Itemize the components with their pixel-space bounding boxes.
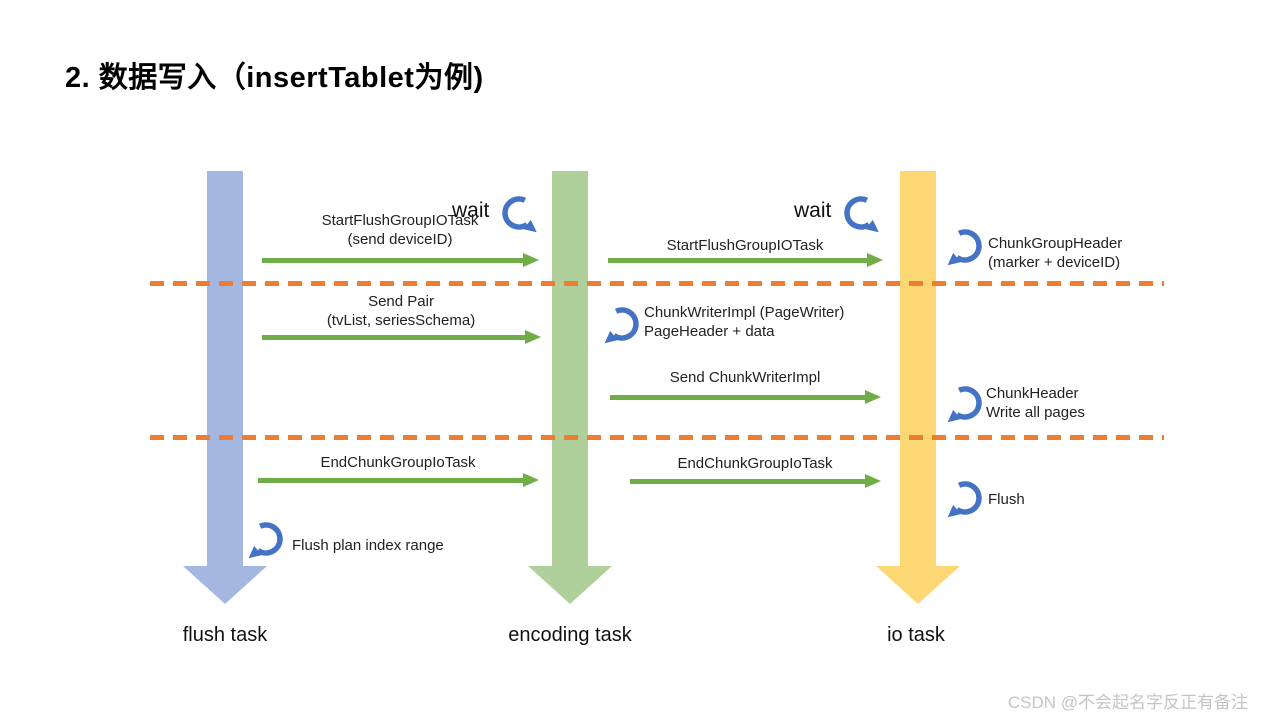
message-label-end-chunk-group-io-task-2: EndChunkGroupIoTask (630, 454, 880, 473)
annotation-chunk-header: ChunkHeader Write all pages (986, 384, 1085, 422)
io-task-lane-arrow (900, 171, 936, 566)
wait-label-right: wait (794, 199, 832, 222)
annotation-line: Flush plan index range (292, 537, 444, 554)
annotation-line: Flush (988, 491, 1025, 508)
message-label-end-chunk-group-io-task-1: EndChunkGroupIoTask (258, 453, 538, 472)
page-title: 2. 数据写入（insertTablet为例) (65, 62, 484, 94)
message-label-send-pair: Send Pair (tvList, seriesSchema) (262, 292, 540, 330)
arrow-end-chunk-group-io-task-1 (258, 473, 539, 487)
lane-label-encoding-task: encoding task (508, 624, 632, 646)
message-line: (tvList, seriesSchema) (326, 312, 476, 329)
csdn-watermark: CSDN @不会起名字反正有备注 (1007, 693, 1248, 712)
self-loop-arrow-icon (947, 229, 982, 266)
message-label-start-flush-group-io-task-1: StartFlushGroupIOTask (send deviceID) (262, 211, 538, 249)
annotation-line: Write all pages (986, 404, 1085, 421)
message-line: EndChunkGroupIoTask (677, 455, 833, 472)
annotation-chunk-writer-impl: ChunkWriterImpl (PageWriter) PageHeader … (644, 303, 844, 341)
message-label-send-chunk-writer-impl: Send ChunkWriterImpl (610, 368, 880, 387)
flush-task-lane-arrowhead-icon (183, 566, 267, 604)
arrow-end-chunk-group-io-task-2 (630, 474, 881, 488)
wait-loop-arrow-icon (844, 196, 879, 233)
annotation-line: PageHeader + data (644, 323, 775, 340)
annotation-flush-plan-index-range: Flush plan index range (292, 536, 444, 555)
phase-divider-2 (150, 435, 1164, 440)
lane-label-io-task: io task (887, 624, 945, 646)
self-loop-arrow-icon (947, 386, 982, 423)
phase-divider-1 (150, 281, 1164, 286)
message-line: (send deviceID) (347, 231, 453, 248)
wait-label-left: wait (452, 199, 490, 222)
message-line: Send ChunkWriterImpl (669, 369, 821, 386)
arrow-send-pair (262, 330, 541, 344)
io-task-lane-arrowhead-icon (876, 566, 960, 604)
annotation-chunk-group-header: ChunkGroupHeader (marker + deviceID) (988, 234, 1122, 272)
flush-task-lane-arrow (207, 171, 243, 566)
wait-loop-arrow-icon (502, 196, 537, 233)
message-line: EndChunkGroupIoTask (320, 454, 476, 471)
lane-label-flush-task: flush task (182, 624, 268, 646)
annotation-line: ChunkHeader (986, 385, 1079, 402)
annotation-line: ChunkWriterImpl (PageWriter) (644, 304, 845, 321)
message-label-start-flush-group-io-task-2: StartFlushGroupIOTask (608, 236, 882, 255)
self-loop-arrow-icon (947, 481, 982, 518)
self-loop-arrow-icon (604, 307, 639, 344)
encoding-task-lane-arrow (552, 171, 588, 566)
arrow-start-flush-group-io-task-2 (608, 253, 883, 267)
encoding-task-lane-arrowhead-icon (528, 566, 612, 604)
annotation-flush: Flush (988, 490, 1025, 509)
message-line: StartFlushGroupIOTask (666, 237, 824, 254)
message-line: Send Pair (368, 293, 434, 310)
annotation-line: (marker + deviceID) (988, 254, 1121, 271)
arrow-start-flush-group-io-task-1 (262, 253, 539, 267)
self-loop-arrow-icon (248, 522, 283, 559)
annotation-line: ChunkGroupHeader (988, 235, 1123, 252)
arrow-send-chunk-writer-impl (610, 390, 881, 404)
message-line: StartFlushGroupIOTask (321, 212, 479, 229)
